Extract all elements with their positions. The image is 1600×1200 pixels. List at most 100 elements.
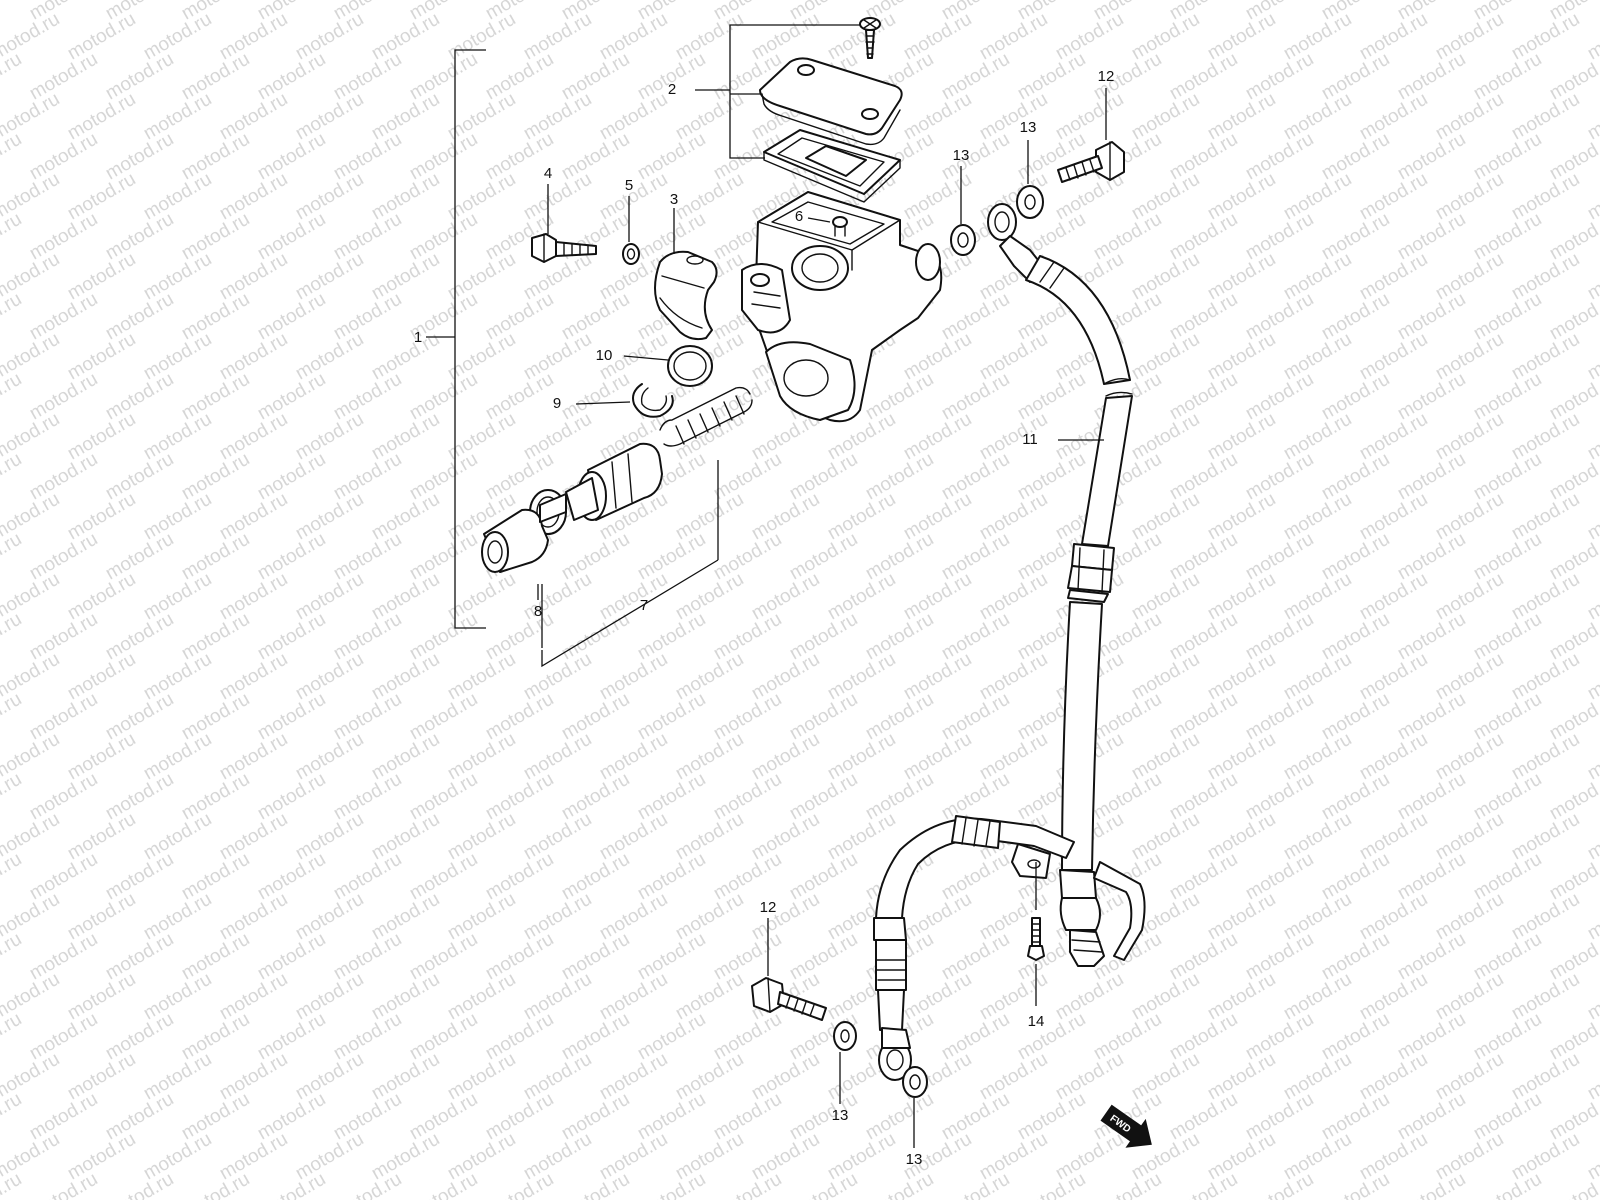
watermark-text: motod.ru (406, 369, 481, 425)
watermark-text: motod.ru (1242, 609, 1317, 665)
watermark-text: motod.ru (292, 89, 367, 145)
watermark-text: motod.ru (1014, 1089, 1089, 1145)
watermark-text: motod.ru (786, 849, 861, 905)
watermark-text: motod.ru (368, 569, 443, 625)
watermark-text: motod.ru (1014, 1169, 1089, 1200)
watermark-text: motod.ru (1052, 1129, 1127, 1185)
watermark-text: motod.ru (520, 1129, 595, 1185)
watermark-text: motod.ru (406, 529, 481, 585)
watermark-text: motod.ru (0, 1009, 25, 1065)
watermark-text: motod.ru (140, 9, 215, 65)
master-cylinder-body (741, 191, 943, 423)
watermark-text: motod.ru (824, 489, 899, 545)
watermark-text: motod.ru (178, 1089, 253, 1145)
watermark-text: motod.ru (64, 329, 139, 385)
watermark-text: motod.ru (64, 249, 139, 305)
watermark-text: motod.ru (596, 89, 671, 145)
watermark-text: motod.ru (26, 369, 101, 425)
watermark-text: motod.ru (292, 9, 367, 65)
watermark-text: motod.ru (748, 649, 823, 705)
watermark-text: motod.ru (786, 449, 861, 505)
watermark-text: motod.ru (824, 729, 899, 785)
watermark-text: motod.ru (1242, 689, 1317, 745)
watermark-text: motod.ru (1356, 1049, 1431, 1105)
watermark-text: motod.ru (178, 1009, 253, 1065)
watermark-text: motod.ru (1508, 89, 1583, 145)
watermark-text: motod.ru (0, 529, 25, 585)
watermark-text: motod.ru (634, 529, 709, 585)
watermark-text: motod.ru (710, 1169, 785, 1200)
watermark-text: motod.ru (710, 1089, 785, 1145)
watermark-text: motod.ru (64, 649, 139, 705)
watermark-text: motod.ru (1166, 209, 1241, 265)
watermark-text: motod.ru (330, 849, 405, 905)
watermark-text: motod.ru (216, 1049, 291, 1105)
watermark-text: motod.ru (26, 689, 101, 745)
watermark-text: motod.ru (64, 489, 139, 545)
watermark-text: motod.ru (938, 689, 1013, 745)
watermark-text: motod.ru (1204, 489, 1279, 545)
watermark-text: motod.ru (140, 569, 215, 625)
watermark-text: motod.ru (406, 129, 481, 185)
watermark-text: motod.ru (368, 409, 443, 465)
watermark-text: motod.ru (368, 969, 443, 1025)
watermark-text: motod.ru (672, 89, 747, 145)
watermark-text: motod.ru (558, 289, 633, 345)
watermark-text: motod.ru (672, 1129, 747, 1185)
watermark-text: motod.ru (26, 209, 101, 265)
watermark-text: motod.ru (102, 1009, 177, 1065)
watermark-text: motod.ru (1128, 649, 1203, 705)
watermark-text: motod.ru (1204, 729, 1279, 785)
watermark-text: motod.ru (1470, 449, 1545, 505)
watermark-text: motod.ru (1394, 849, 1469, 905)
watermark-text: motod.ru (1280, 889, 1355, 945)
watermark-text: motod.ru (938, 1169, 1013, 1200)
bracket-screw (1027, 862, 1045, 1006)
watermark-text: motod.ru (1242, 929, 1317, 985)
reservoir-cap (759, 57, 903, 146)
watermark-text: motod.ru (1090, 209, 1165, 265)
watermark-text: motod.ru (1128, 1049, 1203, 1105)
watermark-text: motod.ru (330, 1089, 405, 1145)
watermark-text: motod.ru (178, 929, 253, 985)
watermark-text: motod.ru (1356, 649, 1431, 705)
watermark-text: motod.ru (482, 769, 557, 825)
watermark-text: motod.ru (1280, 969, 1355, 1025)
watermark-text: motod.ru (900, 169, 975, 225)
watermark-text: motod.ru (1318, 1089, 1393, 1145)
watermark-text: motod.ru (330, 769, 405, 825)
watermark-text: motod.ru (1204, 1129, 1279, 1185)
watermark-text: motod.ru (64, 729, 139, 785)
watermark-text: motod.ru (976, 409, 1051, 465)
callout-3: 3 (670, 191, 678, 208)
watermark-text: motod.ru (368, 89, 443, 145)
watermark-text: motod.ru (900, 569, 975, 625)
watermark-text: motod.ru (1394, 289, 1469, 345)
watermark-text: motod.ru (1166, 369, 1241, 425)
watermark-text: motod.ru (938, 769, 1013, 825)
watermark-text: motod.ru (368, 1129, 443, 1185)
watermark-text: motod.ru (1280, 249, 1355, 305)
watermark-text: motod.ru (710, 849, 785, 905)
watermark-text: motod.ru (862, 1089, 937, 1145)
watermark-text: motod.ru (254, 769, 329, 825)
watermark-text: motod.ru (1470, 1169, 1545, 1200)
banjo-bolt-top (1057, 141, 1125, 183)
leader-lines (537, 88, 1107, 1148)
piston-kit (481, 386, 753, 573)
watermark-text: motod.ru (64, 1129, 139, 1185)
watermark-text: motod.ru (1356, 489, 1431, 545)
callout-12-top: 12 (1098, 68, 1115, 85)
callout-14: 14 (1028, 1013, 1045, 1030)
o-ring (667, 345, 713, 387)
assembly-bracket (426, 49, 486, 629)
watermark-text: motod.ru (976, 1129, 1051, 1185)
watermark-text: motod.ru (1128, 489, 1203, 545)
watermark-text: motod.ru (862, 1169, 937, 1200)
watermark-text: motod.ru (558, 529, 633, 585)
watermark-text: motod.ru (254, 129, 329, 185)
watermark-text: motod.ru (444, 1129, 519, 1185)
watermark-text: motod.ru (406, 609, 481, 665)
watermark-text: motod.ru (1014, 1009, 1089, 1065)
watermark-text: motod.ru (216, 249, 291, 305)
